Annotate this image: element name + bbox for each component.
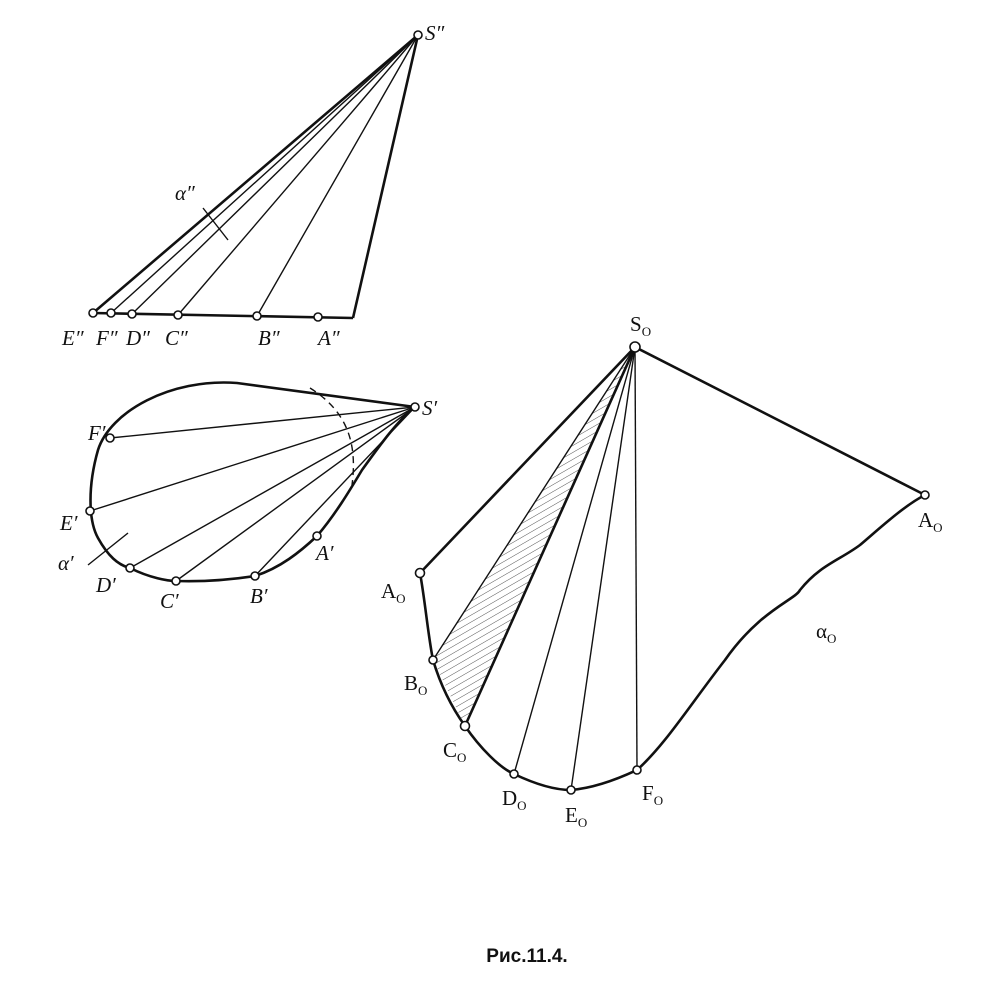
horizontal-label-f: F′ bbox=[87, 421, 106, 445]
development-generatrix-d bbox=[513, 346, 636, 775]
horizontal-surface-leader bbox=[87, 532, 129, 566]
development-point-a-right bbox=[920, 490, 930, 500]
development-edge-a-left bbox=[419, 346, 636, 574]
development-point-s bbox=[629, 341, 641, 353]
development-generatrix-b bbox=[432, 346, 636, 661]
frontal-point-c bbox=[173, 310, 183, 320]
horizontal-projection: S′ F′ E′ α′ D′ C′ B′ A′ bbox=[58, 381, 438, 613]
frontal-label-alpha: α″ bbox=[175, 181, 195, 205]
development-label-a-right: AO bbox=[918, 508, 943, 535]
horizontal-label-s: S′ bbox=[422, 396, 438, 420]
development-point-b bbox=[428, 655, 438, 665]
development-edge-a-right bbox=[634, 345, 926, 497]
development-label-s: SO bbox=[630, 312, 651, 339]
development-label-d: DO bbox=[502, 786, 527, 813]
frontal-label-f: F″ bbox=[95, 326, 118, 350]
horizontal-hidden-curve bbox=[309, 387, 355, 486]
frontal-projection: S″ α″ E″ F″ D″ C″ B″ A″ bbox=[61, 21, 445, 350]
development-point-e bbox=[566, 785, 576, 795]
development-generatrix-f bbox=[634, 346, 638, 771]
frontal-label-e: E″ bbox=[61, 326, 84, 350]
frontal-point-e bbox=[88, 308, 98, 318]
horizontal-point-b bbox=[250, 571, 260, 581]
development-label-alpha: αO bbox=[816, 619, 836, 646]
frontal-label-s: S″ bbox=[425, 21, 445, 45]
horizontal-label-a: A′ bbox=[314, 541, 334, 565]
development-point-d bbox=[509, 769, 519, 779]
horizontal-generatrix-c bbox=[175, 406, 416, 582]
frontal-surface-leader bbox=[202, 207, 229, 241]
development-label-a-left: AO bbox=[381, 579, 406, 606]
horizontal-point-d bbox=[125, 563, 135, 573]
horizontal-point-f bbox=[105, 433, 115, 443]
frontal-label-a: A″ bbox=[316, 326, 340, 350]
development-point-f bbox=[632, 765, 642, 775]
cone-development: SO αO AO BO CO DO EO FO AO bbox=[381, 312, 943, 830]
frontal-point-b bbox=[252, 311, 262, 321]
horizontal-generatrix-b bbox=[254, 406, 416, 577]
development-label-f: FO bbox=[642, 781, 663, 808]
horizontal-point-s bbox=[410, 402, 420, 412]
frontal-generatrix-d bbox=[131, 34, 419, 315]
development-label-b: BO bbox=[404, 671, 427, 698]
development-point-a-left bbox=[414, 567, 426, 579]
frontal-point-s bbox=[413, 30, 423, 40]
frontal-generatrix-e bbox=[92, 34, 419, 314]
development-hatched-facet bbox=[433, 347, 635, 726]
horizontal-label-c: C′ bbox=[160, 589, 179, 613]
development-generatrix-c bbox=[463, 346, 637, 727]
frontal-point-f bbox=[106, 308, 116, 318]
frontal-label-b: B″ bbox=[258, 326, 280, 350]
development-generatrix-e bbox=[570, 346, 636, 791]
frontal-generatrix-f bbox=[110, 34, 419, 314]
horizontal-generatrix-d bbox=[129, 406, 416, 569]
horizontal-point-a bbox=[312, 531, 322, 541]
horizontal-label-b: B′ bbox=[250, 584, 268, 608]
frontal-point-d bbox=[127, 309, 137, 319]
frontal-generatrix-b bbox=[256, 34, 419, 317]
development-label-c: CO bbox=[443, 738, 466, 765]
frontal-generatrix-a bbox=[351, 34, 420, 319]
horizontal-label-d: D′ bbox=[95, 573, 116, 597]
development-base-curve bbox=[418, 493, 926, 792]
horizontal-generatrix-e bbox=[89, 406, 416, 512]
horizontal-generatrix-f bbox=[109, 406, 416, 439]
horizontal-point-e bbox=[85, 506, 95, 516]
frontal-label-c: C″ bbox=[165, 326, 188, 350]
frontal-point-a bbox=[313, 312, 323, 322]
horizontal-label-e: E′ bbox=[59, 511, 78, 535]
frontal-label-d: D″ bbox=[125, 326, 150, 350]
frontal-generatrix-c bbox=[177, 34, 419, 316]
development-point-c bbox=[459, 720, 471, 732]
figure-caption: Рис.11.4. bbox=[486, 946, 567, 967]
development-label-e: EO bbox=[565, 803, 587, 830]
horizontal-label-alpha: α′ bbox=[58, 551, 74, 575]
horizontal-point-c bbox=[171, 576, 181, 586]
